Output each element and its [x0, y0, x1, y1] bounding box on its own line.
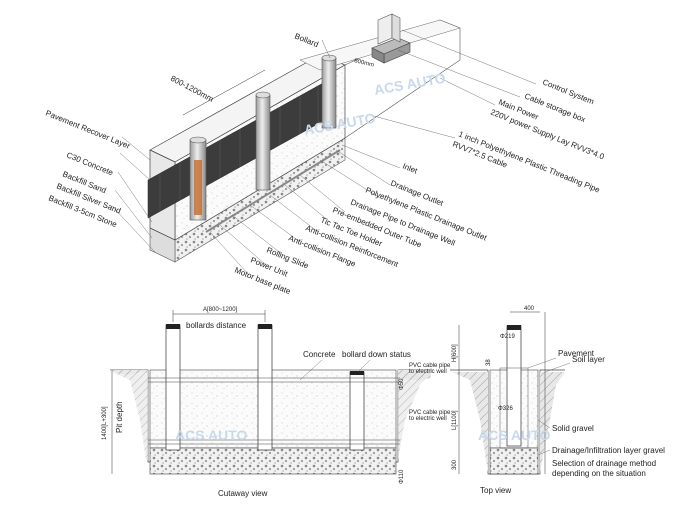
label-pvc-pipe-2b: to electric well [409, 416, 447, 422]
label-bollard: Bollard [293, 32, 319, 50]
dim-d50: Φ50 [399, 378, 405, 390]
dim-300: 300 [452, 459, 458, 470]
bollard-1 [189, 136, 207, 221]
label-soil-layer: Soil layer [572, 355, 605, 364]
label-pvc-pipe-2: PVC cable pipe [409, 410, 451, 416]
label-drainage-layer: Drainage/Infiltration layer gravel [552, 446, 665, 455]
label-pavement-recover: Pavement Recover Layer [44, 109, 131, 151]
watermark: ACS AUTO [478, 427, 550, 443]
label-concrete: Concrete [303, 350, 336, 359]
bollard-2 [255, 91, 271, 191]
caption-top-view: Top view [480, 486, 511, 495]
bollard-up-right [257, 324, 273, 451]
section-gravel [489, 447, 539, 475]
label-solid-gravel: Solid gravel [552, 424, 594, 433]
bollard-3 [321, 54, 337, 129]
label-drainage-method-1: Selection of drainage method [552, 459, 656, 468]
label-pavement: Pavement [558, 349, 595, 358]
dim-400: 400 [524, 306, 535, 312]
label-drainage-method-2: depending on the situation [552, 469, 646, 478]
isometric-view: 800-1200mm 800mm [44, 13, 606, 296]
label-threading-pipe: 1 inch Polyethylene Plastic Threading Pi… [457, 130, 601, 195]
dim-d326: Φ326 [498, 406, 513, 412]
label-pvc-pipe-1b: to electric well [409, 369, 447, 375]
dim-d110: Φ110 [399, 469, 405, 484]
dim-l1100: L[1100] [452, 410, 458, 430]
caption-cutaway: Cutaway view [218, 489, 268, 498]
dim-a: A[800~1200] [203, 307, 238, 313]
label-pvc-pipe-1: PVC cable pipe [409, 363, 451, 369]
bollard-down [349, 371, 365, 451]
label-pit-depth: Pit depth [115, 401, 124, 433]
dim-d219: Φ219 [500, 334, 515, 340]
dim-bollard-spacing: 800-1200mm [169, 74, 215, 104]
label-inlet: Inlet [401, 162, 419, 176]
dim-h600: H[600] [452, 344, 458, 362]
dim-pit-depth: 1400[L+300] [102, 406, 108, 440]
section-view: 400 Φ219 H[600] 38 Φ326 L[1100] 300 Pave… [450, 306, 665, 495]
label-bollards-distance: bollards distance [186, 321, 247, 330]
drainage-pipe [205, 149, 341, 233]
watermark: ACS AUTO [175, 427, 247, 443]
gravel-layer [149, 447, 397, 475]
label-bollard-down: bollard down status [342, 350, 411, 359]
cutaway-view: A[800~1200] bollards distance 1400[L+300… [102, 307, 451, 498]
dim-width: 800mm [354, 58, 375, 69]
dim-38: 38 [486, 359, 492, 366]
